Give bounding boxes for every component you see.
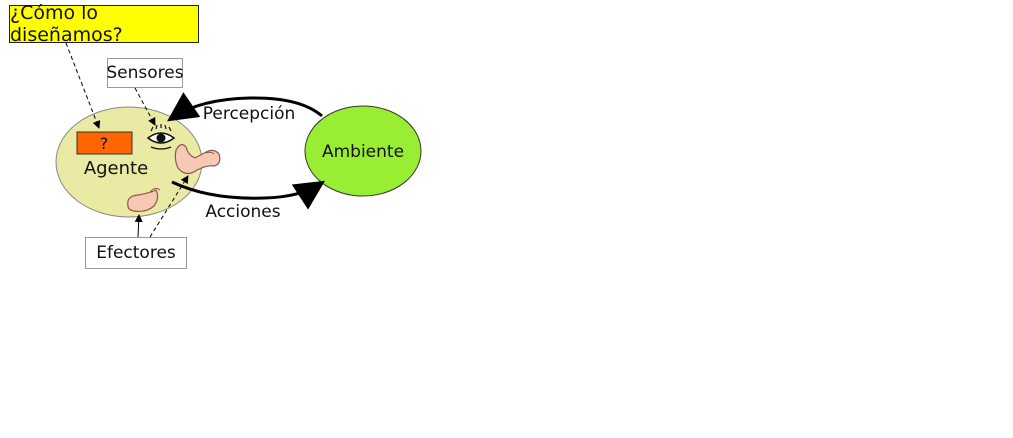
environment-label: Ambiente (322, 142, 404, 162)
foot-icon (127, 187, 161, 213)
unknown-box-label: ? (100, 134, 109, 153)
eye-icon (146, 124, 176, 150)
perception-label: Percepción (203, 104, 296, 124)
sensors-connector (134, 87, 156, 126)
agent-label: Agente (84, 158, 148, 179)
actions-label: Acciones (205, 202, 280, 222)
effectors-label-box: Efectores (85, 237, 187, 269)
question-callout: ¿Cómo lo diseñamos? (9, 2, 199, 46)
arm-icon (174, 144, 221, 175)
effectors-connector-arm (149, 175, 189, 238)
unknown-box (76, 131, 133, 155)
effectors-connector-foot (134, 214, 143, 238)
environment-circle (304, 105, 422, 197)
sensors-label-box: Sensores (106, 58, 184, 88)
perception-arrow (167, 92, 323, 122)
actions-arrow (171, 180, 326, 210)
question-connector (65, 42, 101, 129)
